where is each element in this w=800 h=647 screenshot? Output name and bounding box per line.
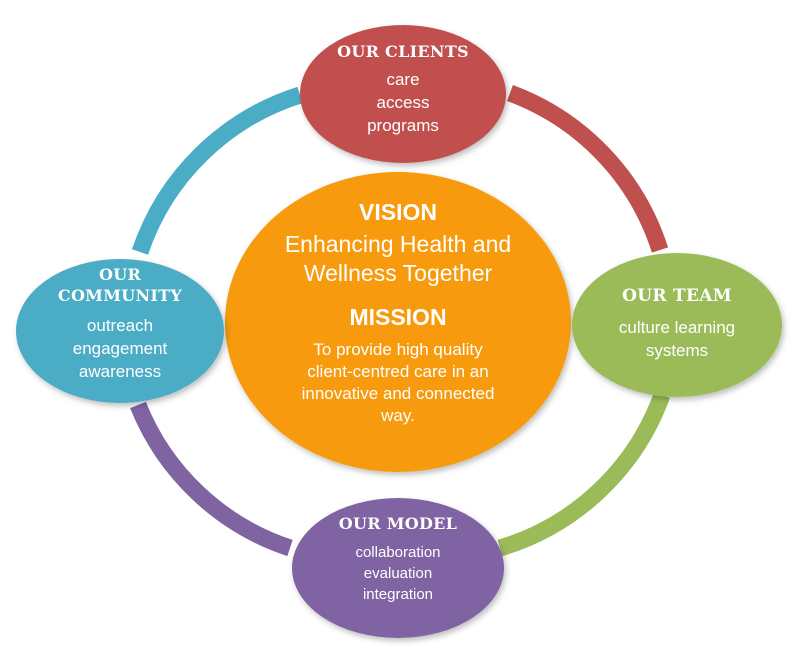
model-circle xyxy=(292,498,504,638)
clients-circle xyxy=(300,25,506,163)
arc-community-to-clients xyxy=(131,86,303,255)
community-circle xyxy=(16,259,224,403)
team-circle xyxy=(572,253,782,397)
arc-model-to-community xyxy=(130,401,293,557)
arc-team-to-model xyxy=(497,392,670,557)
arc-clients-to-team xyxy=(507,85,669,253)
center-circle xyxy=(225,172,571,472)
